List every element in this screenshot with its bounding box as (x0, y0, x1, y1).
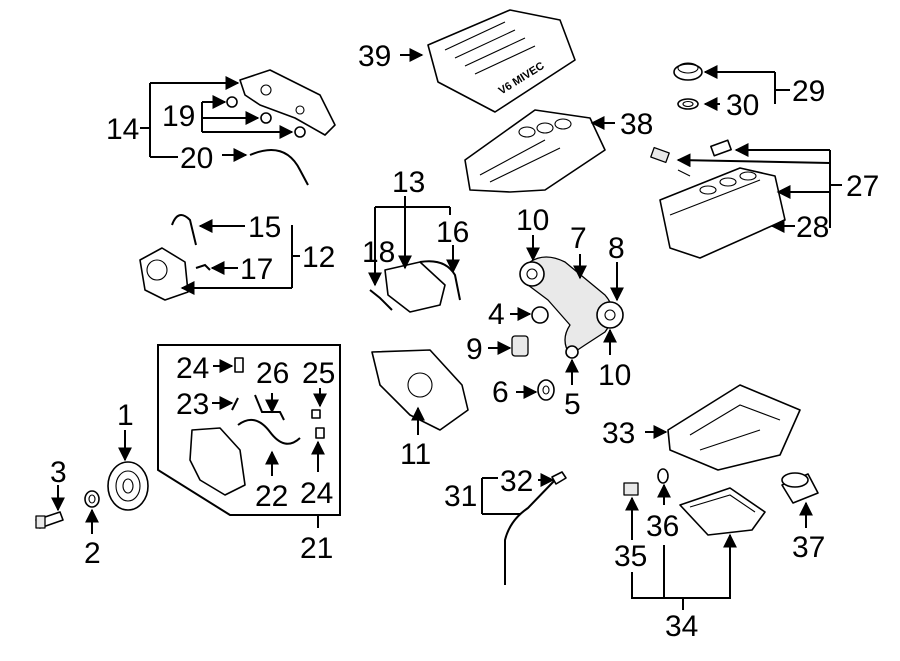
callout-21: 21 (300, 532, 333, 565)
callout-39: 39 (358, 40, 391, 73)
callout-10-bottom: 10 (598, 359, 631, 392)
callout-11: 11 (400, 438, 431, 471)
upper-timing-cover-part (226, 69, 336, 138)
leader-lines (51, 48, 842, 610)
callout-14: 14 (106, 113, 139, 146)
callout-5: 5 (564, 388, 581, 421)
callout-27: 27 (846, 170, 879, 203)
callout-17: 17 (240, 253, 273, 286)
callout-8: 8 (608, 232, 625, 265)
callout-7: 7 (570, 222, 587, 255)
callout-38: 38 (620, 108, 653, 141)
callout-31: 31 (444, 480, 477, 513)
callout-26: 26 (256, 357, 289, 390)
oil-filter-part (781, 472, 819, 504)
callout-labels: 39 38 29 30 27 28 14 19 20 15 12 17 13 1… (50, 40, 879, 643)
upper-oil-pan-part (667, 384, 801, 471)
dipstick-part (504, 471, 567, 585)
drain-gasket-part (657, 468, 669, 484)
callout-15: 15 (248, 211, 281, 244)
belt-cover-part (369, 260, 461, 313)
callout-24-bottom: 24 (300, 477, 333, 510)
callout-6: 6 (492, 376, 509, 409)
seal-tube-part (249, 149, 309, 186)
intake-manifold-part (464, 109, 606, 193)
tensioner-part (511, 335, 529, 357)
pulley-bolt-part (35, 511, 64, 529)
oil-filler-cap-part (673, 62, 703, 81)
washer-part (537, 379, 555, 401)
callout-12: 12 (302, 241, 335, 274)
lower-timing-cover-part (371, 349, 469, 431)
callout-9: 9 (466, 333, 483, 366)
callout-35: 35 (614, 540, 647, 573)
callout-18: 18 (362, 236, 395, 269)
callout-22: 22 (255, 480, 288, 513)
engine-cover-part: V6 MIVEC (427, 9, 576, 113)
callout-16: 16 (436, 216, 469, 249)
callout-34: 34 (665, 610, 698, 643)
callout-36: 36 (646, 510, 679, 543)
timing-cover-kit-box (157, 344, 341, 516)
callout-2: 2 (84, 537, 101, 570)
callout-33: 33 (602, 417, 635, 450)
callout-32: 32 (500, 465, 533, 498)
callout-4: 4 (488, 298, 505, 331)
callout-10-top: 10 (516, 204, 549, 237)
callout-23: 23 (176, 388, 209, 421)
callout-30: 30 (726, 89, 759, 122)
pulley-washer-part (84, 490, 100, 508)
valve-cover-part (659, 167, 786, 259)
callout-28: 28 (796, 211, 829, 244)
callout-37: 37 (792, 531, 825, 564)
sensor-part (650, 139, 732, 177)
crankshaft-pulley-part (107, 461, 149, 511)
callout-20: 20 (180, 142, 213, 175)
drain-plug-part (623, 482, 639, 496)
callout-13: 13 (392, 166, 425, 199)
timing-belt-assembly-part (519, 256, 624, 359)
callout-19: 19 (162, 100, 195, 133)
oil-cap-gasket-part (677, 98, 699, 110)
callout-25: 25 (302, 357, 335, 390)
callout-3: 3 (50, 456, 67, 489)
callout-24-top: 24 (176, 352, 209, 385)
callout-29: 29 (792, 75, 825, 108)
lower-oil-pan-part (679, 487, 766, 536)
callout-1: 1 (117, 399, 134, 432)
